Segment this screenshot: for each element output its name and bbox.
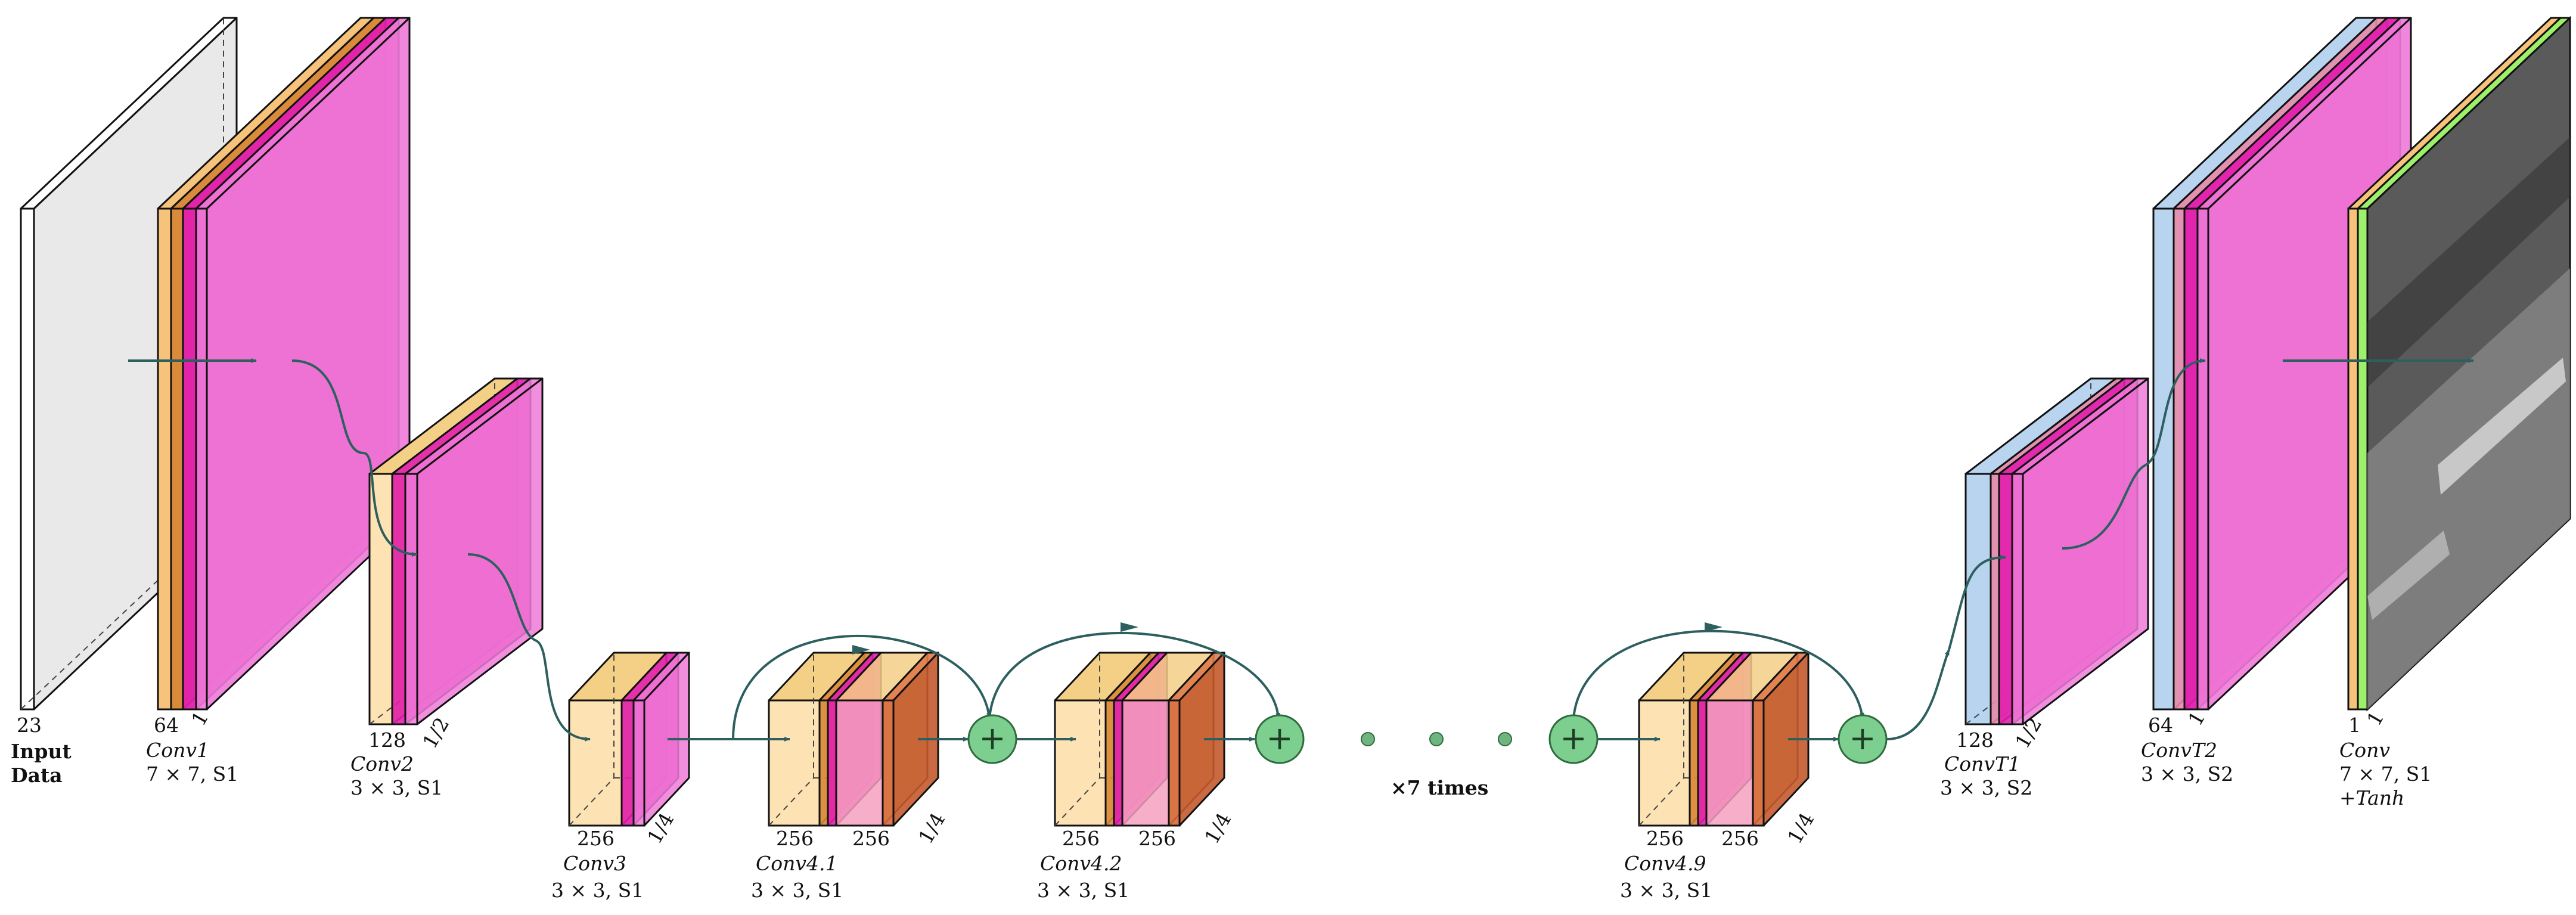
conv42-size-label: 1/4 <box>1200 809 1236 848</box>
repeat-label: ×7 times <box>1391 776 1488 799</box>
ellipsis-dot-1 <box>1361 732 1375 746</box>
sum-symbol: + <box>979 719 1005 757</box>
convt1-op-label: 3 × 3, S2 <box>1940 776 2032 799</box>
conv1-channels-label: 64 <box>154 714 179 737</box>
connectors: + + + + <box>128 358 2474 764</box>
conv41-conv2-block <box>882 652 939 827</box>
arrow-into-convt1 <box>1948 555 2006 650</box>
sum-symbol: + <box>1560 719 1587 757</box>
conv41-channels-label: 256 <box>776 827 814 850</box>
input-name-label-2: Data <box>11 764 63 787</box>
conv2-op-label: 3 × 3, S1 <box>350 776 443 799</box>
output-image-road <box>2367 268 2570 709</box>
convout-op-label: 7 × 7, S1 <box>2339 762 2432 786</box>
conv49-conv2-block <box>1752 652 1810 827</box>
sum-node-circle <box>1255 714 1305 764</box>
convt2-size-label: 1 <box>2183 707 2209 730</box>
conv3-conv-layer-back <box>632 652 690 827</box>
sum-symbol: + <box>1266 719 1293 757</box>
input-name-label: Input <box>11 740 72 763</box>
conv41-op-label: 3 × 3, S1 <box>751 879 843 902</box>
convt1-conv-layer-back <box>2011 377 2149 725</box>
conv42-conv2-block <box>1168 652 1225 827</box>
conv3-name-label: Conv3 <box>563 852 626 875</box>
conv49-op-label: 3 × 3, S1 <box>1620 879 1712 902</box>
conv2-conv-layer-back <box>404 377 544 725</box>
arrow-sum4-convt1 <box>1886 649 1950 740</box>
ellipsis-dot-2 <box>1429 732 1444 746</box>
sum-node-2: + <box>1255 714 1305 764</box>
conv1-name-label: Conv1 <box>146 739 209 762</box>
skip-arrowhead-0 <box>852 645 870 655</box>
convt1-channels-label: 128 <box>1956 728 1994 752</box>
arrow-convt1-convt2 <box>2062 358 2206 550</box>
conv49-size-label: 1/4 <box>1783 809 1818 848</box>
conv2-name-label: Conv2 <box>350 752 414 776</box>
convt2-op-label: 3 × 3, S2 <box>2141 762 2233 786</box>
convout-channels-label: 1 <box>2348 714 2361 737</box>
output-image-lane <box>2367 531 2450 620</box>
conv1-conv-layer-back <box>195 17 411 711</box>
sum-node-circle <box>1548 714 1599 764</box>
convout-size-label: 1 <box>2362 707 2388 730</box>
layer-shapes <box>20 15 2571 827</box>
conv41-name-label: Conv4.1 <box>756 852 838 875</box>
convt2-channels-label: 64 <box>2148 714 2173 737</box>
conv2-channels-label: 128 <box>368 728 406 752</box>
conv42-name-label: Conv4.2 <box>1040 852 1122 875</box>
sum-node-1: + <box>967 714 1017 764</box>
sum-node-circle <box>967 714 1017 764</box>
sum-node-4: + <box>1838 714 1888 764</box>
convout-extra-label: +Tanh <box>2339 786 2404 809</box>
conv49-channels-label: 256 <box>1646 827 1684 850</box>
conv1-size-label: 1 <box>187 707 213 730</box>
convout-name-label: Conv <box>2339 739 2390 762</box>
conv3-op-label: 3 × 3, S1 <box>551 879 644 902</box>
conv49-name-label: Conv4.9 <box>1624 852 1706 875</box>
output-image-shadow <box>2367 137 2570 387</box>
convt2-name-label: ConvT2 <box>2141 739 2217 762</box>
skip-conv41 <box>732 634 991 740</box>
sum-node-3: + <box>1548 714 1599 764</box>
conv1-op-label: 7 × 7, S1 <box>146 762 238 786</box>
sum-node-circle <box>1838 714 1888 764</box>
conv42-channels2-label: 256 <box>1138 827 1176 850</box>
skip-conv49 <box>1572 629 1864 719</box>
skip-arrowhead-1 <box>1121 622 1138 632</box>
input-channels-label: 23 <box>17 714 42 737</box>
output-image-crosswalk <box>2438 358 2566 495</box>
conv3-channels-label: 256 <box>577 827 614 850</box>
arrow-conv1-conv2 <box>291 359 418 557</box>
conv42-op-label: 3 × 3, S1 <box>1037 879 1129 902</box>
arrow-conv2-conv3 <box>467 553 591 742</box>
convt2-conv-layer-back <box>2196 17 2412 711</box>
conv41-channels2-label: 256 <box>852 827 890 850</box>
skip-conv42 <box>988 632 1281 719</box>
skip-arrowhead-2 <box>1705 622 1722 632</box>
conv42-channels-label: 256 <box>1062 827 1100 850</box>
conv49-channels2-label: 256 <box>1721 827 1759 850</box>
ellipsis-dot-3 <box>1498 732 1512 746</box>
sum-symbol: + <box>1849 719 1876 757</box>
output-image <box>2366 15 2571 712</box>
conv41-size-label: 1/4 <box>914 809 949 848</box>
convt1-name-label: ConvT1 <box>1944 752 2021 776</box>
